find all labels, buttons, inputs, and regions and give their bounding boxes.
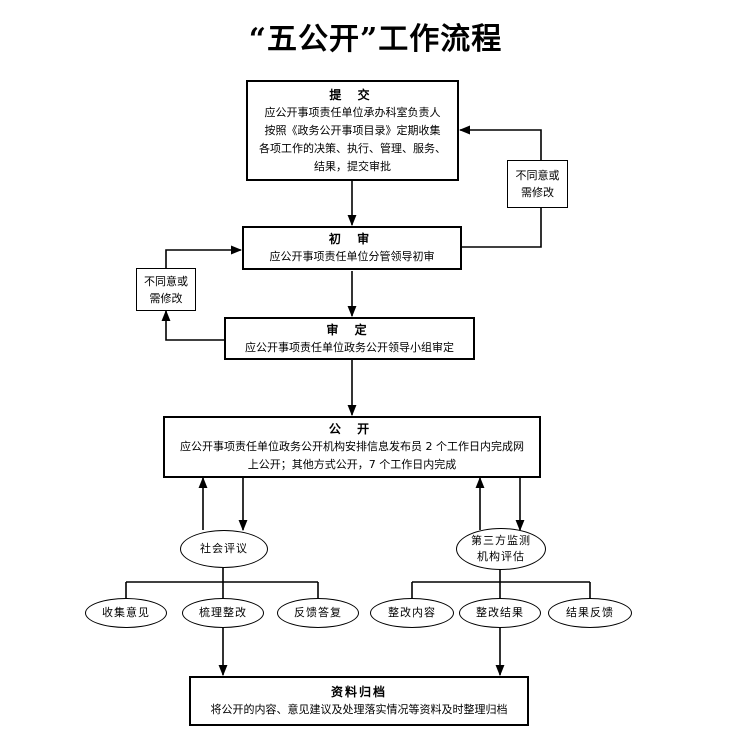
step-publish-heading: 公 开 xyxy=(328,422,376,436)
step-submit-line: 各项工作的决策、执行、管理、服务、 xyxy=(259,141,446,155)
step-archive-line: 将公开的内容、意见建议及处理落实情况等资料及时整理归档 xyxy=(210,703,508,716)
feedback-left-path-top xyxy=(165,245,243,268)
action-oval: 结果反馈 xyxy=(548,598,632,628)
public-evaluation-oval: 社会评议 xyxy=(180,530,268,568)
step-approval: 审 定 应公开事项责任单位政务公开领导小组审定 xyxy=(224,317,475,360)
action-label: 结果反馈 xyxy=(566,606,614,619)
step-submit: 提 交 应公开事项责任单位承办科室负责人 按照《政务公开事项目录》定期收集 各项… xyxy=(246,80,459,181)
third-party-evaluation-oval: 第三方监测 机构评估 xyxy=(456,528,546,570)
feedback-right-line: 需修改 xyxy=(521,186,554,199)
action-label: 收集意见 xyxy=(102,606,150,619)
action-oval: 整改内容 xyxy=(370,598,454,628)
step-submit-line: 结果，提交审批 xyxy=(314,159,391,173)
feedback-right-path-down xyxy=(462,208,542,248)
step-archive: 资料归档 将公开的内容、意见建议及处理落实情况等资料及时整理归档 xyxy=(189,676,529,726)
feedback-left-path-up xyxy=(161,309,224,341)
feedback-left-line: 需修改 xyxy=(149,291,183,305)
step-publish: 公 开 应公开事项责任单位政务公开机构安排信息发布员 2 个工作日内完成网 上公… xyxy=(163,416,541,478)
feedback-left-box: 不同意或 需修改 xyxy=(136,268,196,311)
third-party-evaluation-line: 第三方监测 xyxy=(471,534,531,547)
step-initial-review: 初 审 应公开事项责任单位分管领导初审 xyxy=(242,226,462,270)
step-submit-heading: 提 交 xyxy=(329,87,376,102)
third-party-evaluation-line: 机构评估 xyxy=(477,550,525,563)
page-title: “五公开”工作流程 xyxy=(248,22,503,57)
action-label: 整改内容 xyxy=(388,606,436,619)
step-initial-review-heading: 初 审 xyxy=(328,232,376,246)
step-submit-line: 按照《政务公开事项目录》定期收集 xyxy=(264,123,441,137)
step-initial-review-line: 应公开事项责任单位分管领导初审 xyxy=(269,250,435,263)
action-label: 反馈答复 xyxy=(294,606,342,619)
feedback-right-box: 不同意或 需修改 xyxy=(507,160,568,208)
step-approval-heading: 审 定 xyxy=(326,322,373,337)
step-approval-line: 应公开事项责任单位政务公开领导小组审定 xyxy=(245,340,454,354)
step-publish-line: 应公开事项责任单位政务公开机构安排信息发布员 2 个工作日内完成网 xyxy=(180,440,524,453)
action-label: 梳理整改 xyxy=(199,606,247,619)
feedback-left-line: 不同意或 xyxy=(144,274,188,288)
feedback-right-line: 不同意或 xyxy=(515,169,560,182)
step-publish-line: 上公开；其他方式公开，7 个工作日内完成 xyxy=(247,458,457,471)
feedback-right-path-up xyxy=(458,125,542,160)
action-oval: 收集意见 xyxy=(85,598,167,628)
step-submit-line: 应公开事项责任单位承办科室负责人 xyxy=(264,105,441,119)
step-archive-heading: 资料归档 xyxy=(330,685,387,699)
public-evaluation-label: 社会评议 xyxy=(200,542,248,555)
action-oval: 整改结果 xyxy=(459,598,541,628)
action-oval: 反馈答复 xyxy=(277,598,359,628)
action-oval: 梳理整改 xyxy=(182,598,264,628)
action-label: 整改结果 xyxy=(476,606,524,619)
